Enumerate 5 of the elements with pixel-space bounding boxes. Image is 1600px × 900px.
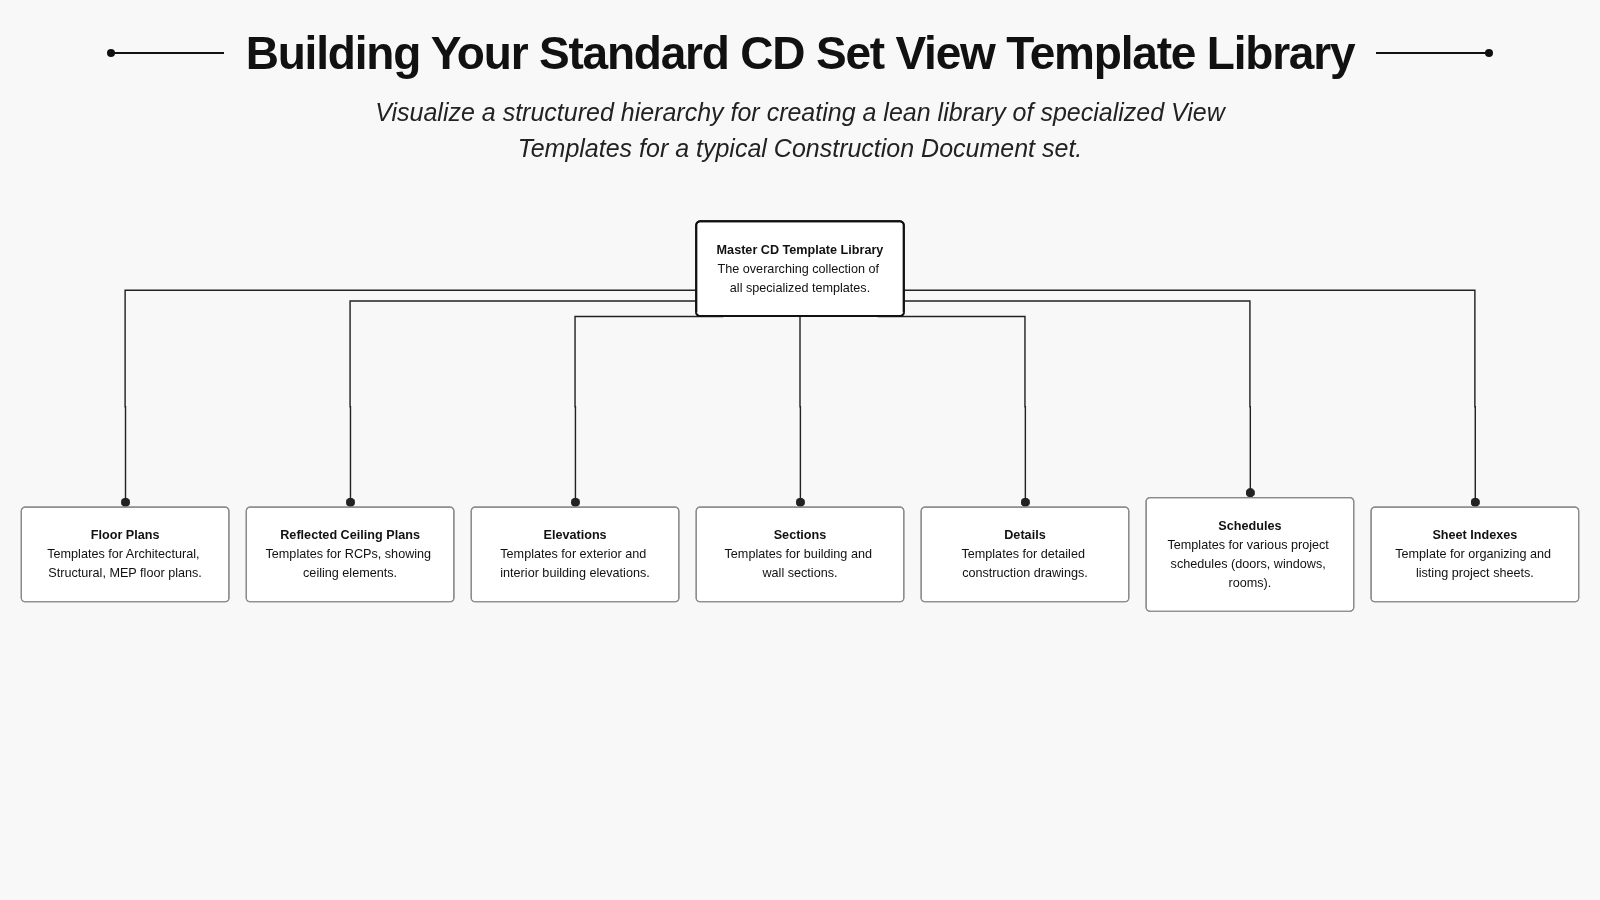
connector — [795, 315, 806, 509]
title: Building Your Standard CD Set View Template Library — [245, 26, 1355, 80]
connector — [903, 289, 1481, 509]
subtitle: Visualize a structured hierarchy for creating a lean library of specialized View Templates for a typical Construction Document set. — [374, 97, 1227, 165]
connector — [903, 300, 1256, 499]
